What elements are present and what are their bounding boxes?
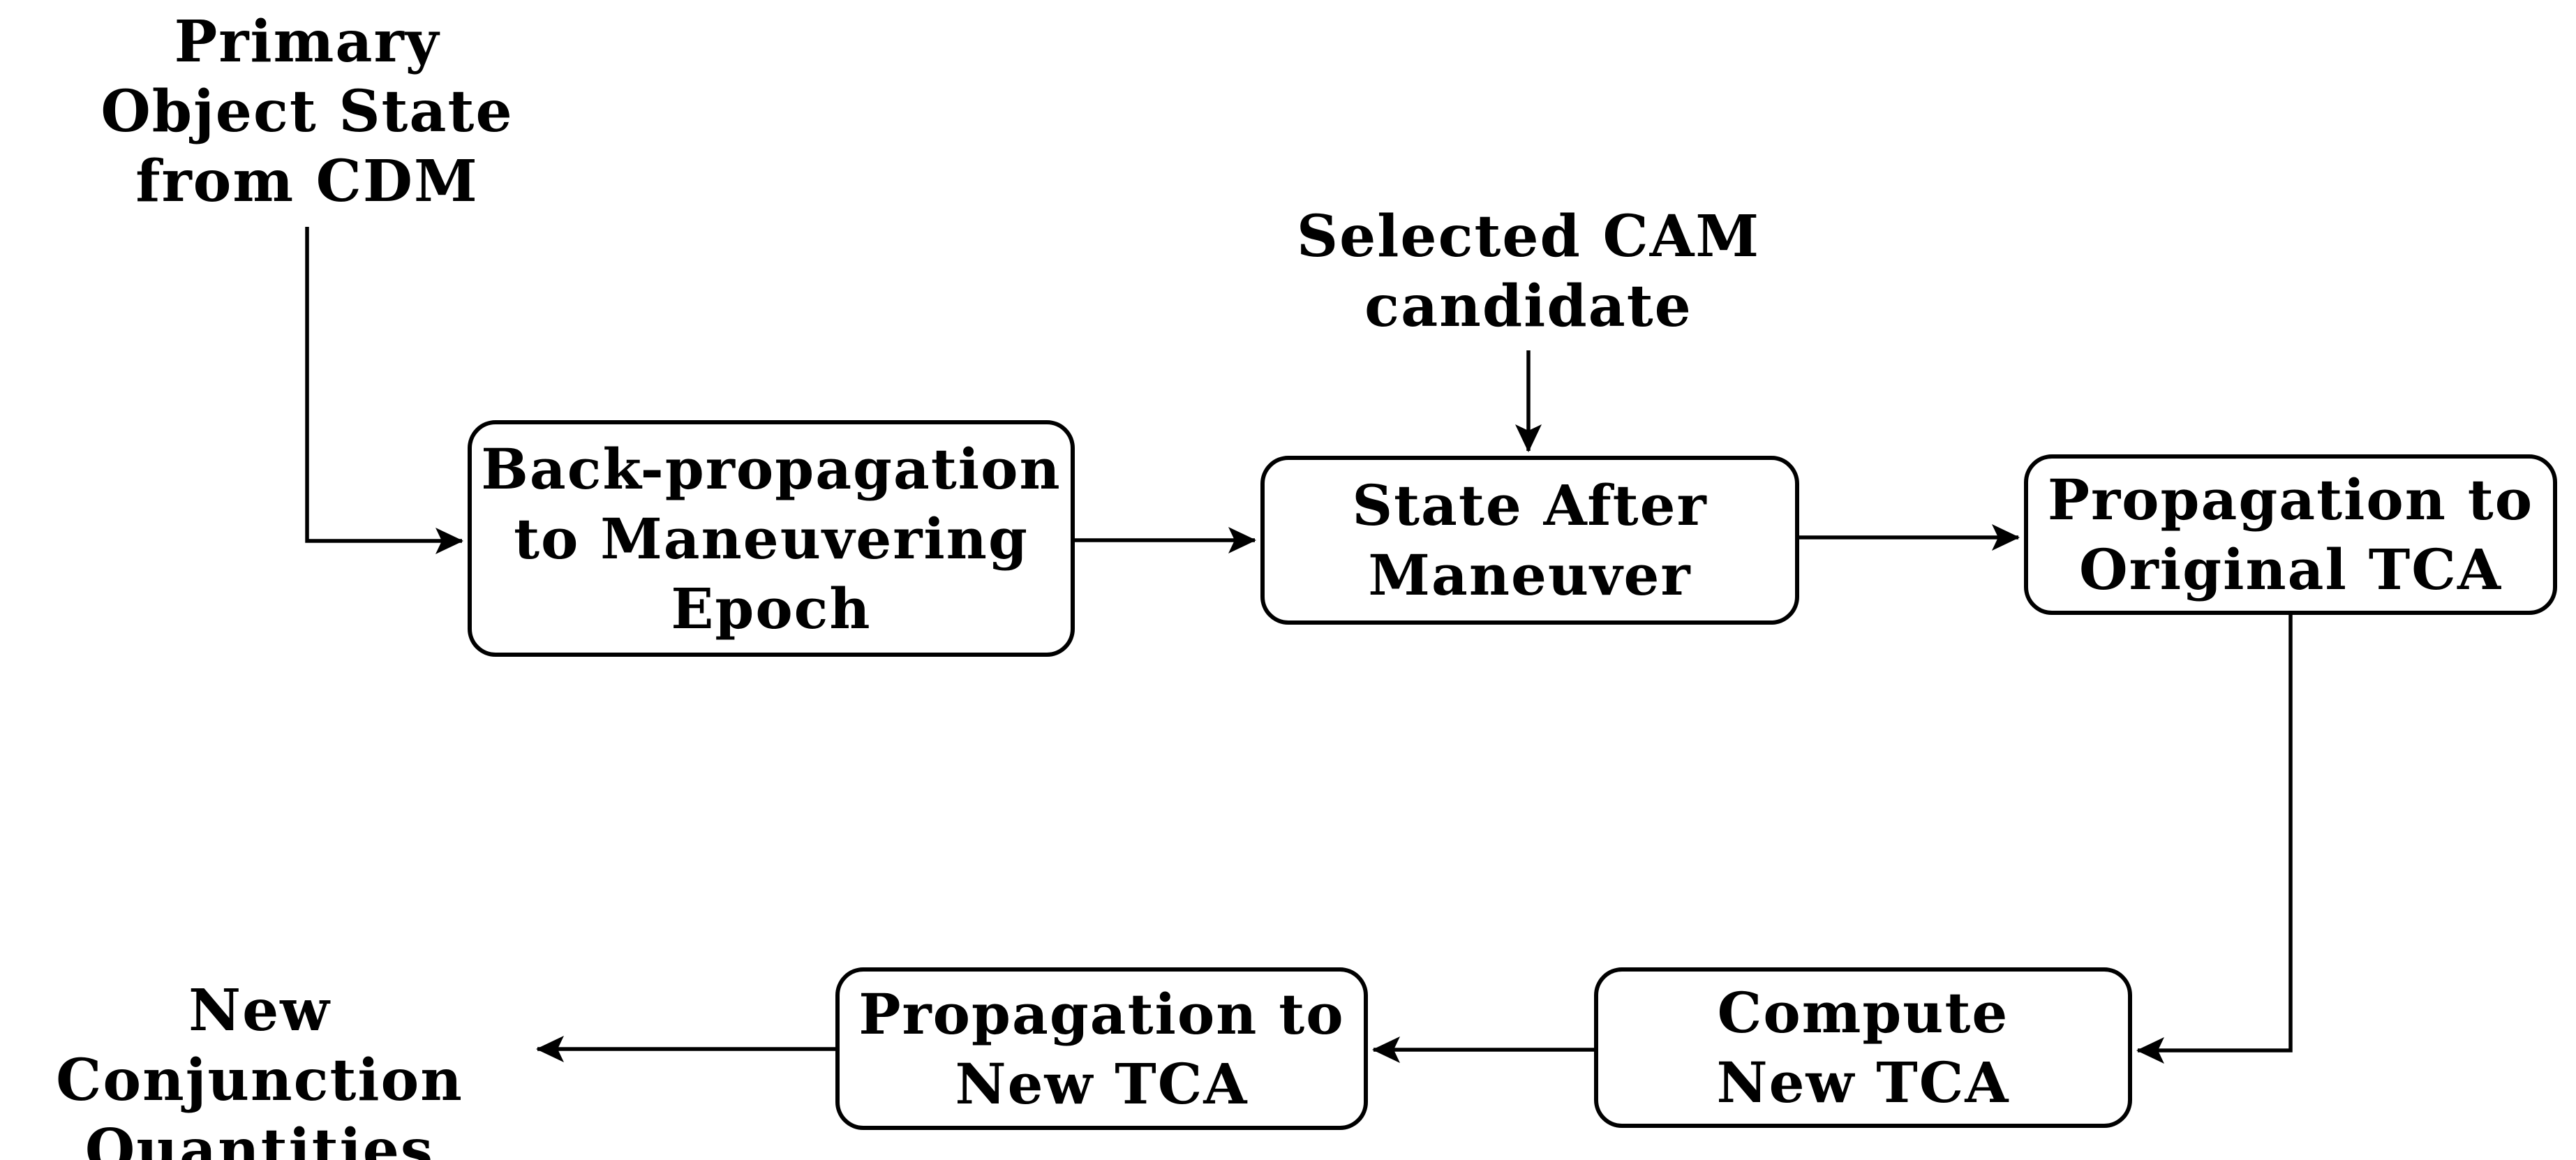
label-new-conjunction-quantities: New Conjunction Quantities xyxy=(56,977,463,1160)
node-propagation-new-tca: Propagation to New TCA xyxy=(835,967,1368,1130)
node-propagation-original-tca: Propagation to Original TCA xyxy=(2024,454,2557,615)
connector-originaltca-to-computenewtca xyxy=(2136,615,2293,1064)
node-state-after-maneuver: State After Maneuver xyxy=(1260,456,1799,625)
connector-primary-to-backprop xyxy=(305,227,463,554)
node-compute-new-tca: Compute New TCA xyxy=(1594,967,2132,1128)
label-selected-cam-candidate: Selected CAM candidate xyxy=(1296,203,1761,340)
node-back-propagation: Back-propagation to Maneuvering Epoch xyxy=(468,420,1075,657)
label-primary-object-state: Primary Object State from CDM xyxy=(100,8,514,215)
